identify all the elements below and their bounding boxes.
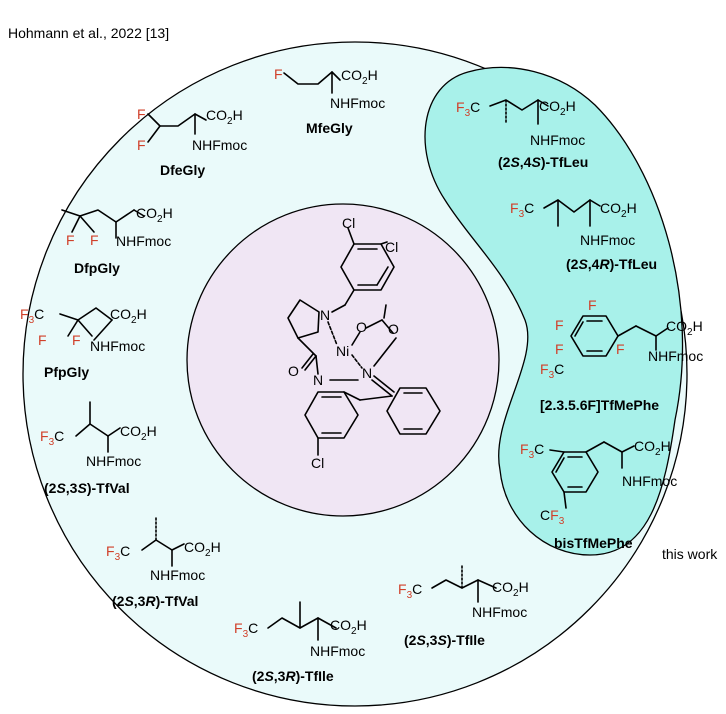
tfmephe-f1: F: [588, 297, 597, 313]
tfmephe-cf3: F3C: [540, 361, 564, 381]
tfmephe-f4: F: [616, 341, 625, 357]
tfile1-nh: NHFmoc: [310, 643, 365, 659]
dfpgly-acid: CO2H: [136, 205, 173, 225]
dfegly-acid: CO2H: [206, 107, 243, 127]
tfile2-nh: NHFmoc: [472, 604, 527, 620]
tfval1-name: (2S,3S)-TfVal: [44, 480, 130, 496]
pfpgly-cf3: F3C: [20, 306, 44, 326]
tfmephe-nh: NHFmoc: [648, 348, 703, 364]
compound-tfile-2s3s: F3C CO2H NHFmoc (2S,3S)-TfIle: [398, 565, 529, 648]
compound-tfval-2s3s: F3C CO2H NHFmoc (2S,3S)-TfVal: [40, 401, 157, 496]
compound-mfegly: F CO2H NHFmoc MfeGly: [274, 66, 385, 136]
pfpgly-f1: F: [38, 332, 47, 348]
compound-tfleu-2s4r: F3C CO2H NHFmoc (2S,4R)-TfLeu: [510, 199, 657, 272]
tfleu1-acid: CO2H: [539, 98, 576, 118]
cl-atom-2: Cl: [385, 239, 398, 255]
dfegly-nh: NHFmoc: [192, 137, 247, 153]
compound-tfile-2s3r: F3C CO2H NHFmoc (2S,3R)-TfIle: [234, 601, 367, 684]
tfval1-cf3: F3C: [40, 428, 64, 448]
citation-label: Hohmann et al., 2022 [13]: [8, 25, 169, 41]
compound-dfegly: F F CO2H NHFmoc DfeGly: [137, 106, 247, 178]
dfegly-f1: F: [137, 106, 146, 122]
mfegly-name: MfeGly: [306, 120, 353, 136]
tfile2-name: (2S,3S)-TfIle: [404, 632, 485, 648]
tfmephe-acid: CO2H: [666, 318, 703, 338]
pfpgly-acid: CO2H: [110, 306, 147, 326]
tfleu1-name: (2S,4S)-TfLeu: [498, 154, 588, 170]
cl-atom-3: Cl: [311, 455, 324, 471]
tfleu2-nh: NHFmoc: [580, 232, 635, 248]
ni-complex-structure: Cl Cl N Ni O O N O N: [287, 215, 441, 471]
dfpgly-nh: NHFmoc: [116, 233, 171, 249]
tfile1-acid: CO2H: [330, 617, 367, 637]
compound-pfpgly: F3C F F CO2H NHFmoc PfpGly: [20, 306, 147, 380]
compound-tfval-2s3r: F3C CO2H NHFmoc (2S,3R)-TfVal: [106, 517, 221, 609]
mfegly-fluorine: F: [274, 66, 283, 82]
ni-atom: Ni: [336, 343, 349, 359]
tfleu2-acid: CO2H: [600, 200, 637, 220]
bistfmephe-nh: NHFmoc: [622, 473, 677, 489]
tfmephe-f3: F: [555, 341, 564, 357]
n-amide: N: [313, 372, 323, 388]
compound-tfmephe: F F F F F3C CO2H NHFmoc [2.3.5.6F]TfMePh…: [540, 297, 703, 413]
n-imine: N: [362, 365, 372, 381]
mfegly-acid: CO2H: [341, 67, 378, 87]
pfpgly-name: PfpGly: [44, 364, 89, 380]
dfpgly-f1: F: [66, 232, 75, 248]
bistfmephe-cf3-a: F3C: [520, 441, 544, 461]
tfile1-cf3: F3C: [234, 620, 258, 640]
dfegly-name: DfeGly: [160, 162, 205, 178]
dfpgly-f2: F: [90, 232, 99, 248]
pfpgly-nh: NHFmoc: [90, 338, 145, 354]
o-atom-amide: O: [288, 363, 299, 379]
tfval2-name: (2S,3R)-TfVal: [112, 593, 198, 609]
inner-circle: [186, 203, 500, 517]
tfile2-acid: CO2H: [492, 579, 529, 599]
tfmephe-name: [2.3.5.6F]TfMePhe: [540, 397, 659, 413]
this-work-label: this work: [662, 546, 718, 562]
mfegly-nh: NHFmoc: [330, 95, 385, 111]
tfval2-nh: NHFmoc: [150, 567, 205, 583]
bistfmephe-name: bisTfMePhe: [554, 535, 633, 551]
tfmephe-f2: F: [555, 317, 564, 333]
compound-bistfmephe: F3C CF3 CO2H NHFmoc bisTfMePhe: [520, 438, 677, 551]
cl-atom-1: Cl: [342, 215, 355, 231]
tfval1-acid: CO2H: [120, 423, 157, 443]
tfleu2-name: (2S,4R)-TfLeu: [566, 256, 657, 272]
bistfmephe-cf3-b: CF3: [540, 507, 565, 527]
this-work-region: [424, 66, 684, 556]
dfpgly-name: DfpGly: [74, 260, 120, 276]
compound-dfpgly: F F CO2H NHFmoc DfpGly: [61, 205, 173, 276]
o-atom-carbonyl-2: O: [388, 321, 399, 337]
tfile2-cf3: F3C: [398, 581, 422, 601]
o-atom-chelate: O: [356, 319, 367, 335]
tfval2-cf3: F3C: [106, 543, 130, 563]
dfegly-f2: F: [137, 137, 146, 153]
tfleu1-cf3: F3C: [456, 99, 480, 119]
bistfmephe-acid: CO2H: [634, 438, 671, 458]
compound-tfleu-2s4s: F3C CO2H NHFmoc (2S,4S)-TfLeu: [456, 98, 588, 170]
tfval2-acid: CO2H: [184, 539, 221, 559]
tfval1-nh: NHFmoc: [86, 453, 141, 469]
n-pyrrolidine: N: [320, 307, 330, 323]
pfpgly-f2: F: [72, 332, 81, 348]
tfleu1-nh: NHFmoc: [530, 132, 585, 148]
tfile1-name: (2S,3R)-TfIle: [252, 668, 334, 684]
tfleu2-cf3: F3C: [510, 200, 534, 220]
